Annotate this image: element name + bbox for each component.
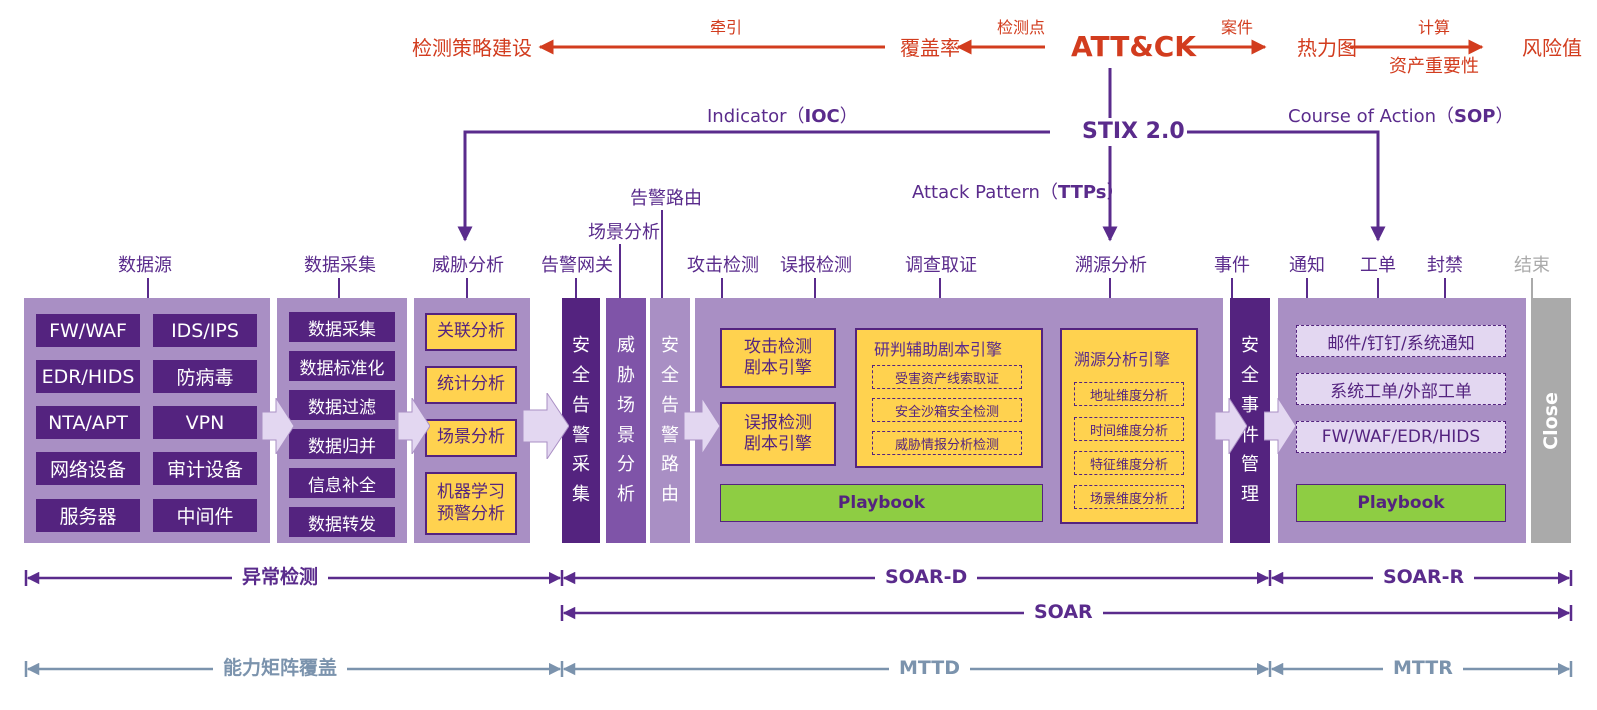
header-datasource: 数据源 <box>118 255 172 276</box>
checkpoint-label: 检测点 <box>997 18 1046 37</box>
ds-edr-hids: EDR/HIDS <box>36 360 140 393</box>
coverage-label: 覆盖率 <box>900 36 960 60</box>
ds-fw-waf: FW/WAF <box>36 314 140 347</box>
chevron-arrow-icon <box>262 398 294 454</box>
collect-item-filter: 数据过滤 <box>289 390 395 420</box>
soar-label: SOAR <box>1024 603 1103 622</box>
ds-network-device: 网络设备 <box>36 452 140 485</box>
strategy-label: 检测策略建设 <box>412 36 532 60</box>
trace-item-scene: 场景维度分析 <box>1074 485 1184 509</box>
anomaly-label: 异常检测 <box>232 568 329 587</box>
ds-audit-device: 审计设备 <box>153 452 257 485</box>
collect-item-merge: 数据归并 <box>289 429 395 459</box>
attack-engine: 攻击检测剧本引擎 <box>720 328 836 388</box>
chevron-arrow-icon <box>1215 398 1247 454</box>
header-notify: 通知 <box>1289 255 1325 276</box>
mttd-label: MTTD <box>889 659 971 678</box>
threat-scenario: 场景分析 <box>425 419 517 457</box>
header-gateway: 告警网关 <box>541 255 613 276</box>
close-label: Close <box>1540 391 1562 450</box>
trace-engine <box>1060 328 1198 524</box>
response-block: FW/WAF/EDR/HIDS <box>1296 421 1506 453</box>
trace-title: 溯源分析引擎 <box>1074 350 1171 369</box>
ds-nta-apt: NTA/APT <box>36 406 140 439</box>
header-end: 结束 <box>1514 255 1550 276</box>
stix-title: STIX 2.0 <box>1080 119 1187 144</box>
soarr-label: SOAR-R <box>1373 568 1475 587</box>
route-column: 安全告警路由 <box>650 298 690 543</box>
soard-playbook: Playbook <box>720 484 1043 522</box>
header-threat: 威胁分析 <box>432 255 504 276</box>
header-investigate: 调查取证 <box>905 255 977 276</box>
header-event: 事件 <box>1214 255 1250 276</box>
attack-pattern-label: Attack Pattern（TTPs） <box>912 182 1125 203</box>
scene-column: 威胁场景分析 <box>606 298 646 543</box>
trace-item-address: 地址维度分析 <box>1074 382 1184 406</box>
coa-label: Course of Action（SOP） <box>1288 106 1514 127</box>
matrix-label: 能力矩阵覆盖 <box>213 659 348 678</box>
header-attack: 攻击检测 <box>687 255 759 276</box>
soard-label: SOAR-D <box>875 568 978 587</box>
ds-ids-ips: IDS/IPS <box>153 314 257 347</box>
ds-antivirus: 防病毒 <box>153 360 257 393</box>
header-ticket: 工单 <box>1360 255 1396 276</box>
ds-vpn: VPN <box>153 406 257 439</box>
soarr-playbook: Playbook <box>1296 484 1506 522</box>
false-engine: 误报检测剧本引擎 <box>720 402 836 466</box>
response-notify: 邮件/钉钉/系统通知 <box>1296 325 1506 357</box>
header-scene: 场景分析 <box>588 222 660 243</box>
trace-item-feature: 特征维度分析 <box>1074 451 1184 475</box>
risk-label: 风险值 <box>1522 36 1582 60</box>
header-false: 误报检测 <box>780 255 852 276</box>
mttr-label: MTTR <box>1383 659 1463 678</box>
calc-label: 计算 <box>1418 18 1451 37</box>
asset-label: 资产重要性 <box>1389 56 1479 77</box>
trace-item-time: 时间维度分析 <box>1074 417 1184 441</box>
attck-title: ATT&CK <box>1071 30 1197 63</box>
header-block: 封禁 <box>1427 255 1463 276</box>
chevron-arrow-icon <box>523 393 569 459</box>
collect-item-collect: 数据采集 <box>289 312 395 342</box>
threat-statistics: 统计分析 <box>425 366 517 404</box>
chevron-arrow-icon <box>1264 398 1296 454</box>
case-label: 案件 <box>1221 18 1254 37</box>
indicator-label: Indicator（IOC） <box>707 106 858 127</box>
heatmap-label: 热力图 <box>1297 36 1357 60</box>
ds-middleware: 中间件 <box>153 499 257 532</box>
header-route: 告警路由 <box>630 188 702 209</box>
guide-label: 牵引 <box>710 18 743 37</box>
chevron-arrow-icon <box>684 398 720 454</box>
ds-server: 服务器 <box>36 499 140 532</box>
header-collect: 数据采集 <box>304 255 376 276</box>
threat-ml: 机器学习预警分析 <box>425 472 517 535</box>
research-item-sandbox: 安全沙箱安全检测 <box>872 398 1022 422</box>
close-column: Close <box>1531 298 1571 543</box>
collect-item-forward: 数据转发 <box>289 507 395 537</box>
header-trace: 溯源分析 <box>1075 255 1147 276</box>
arrow-stix-to-threat <box>457 130 1050 242</box>
chevron-arrow-icon <box>398 398 430 454</box>
threat-correlation: 关联分析 <box>425 313 517 351</box>
gateway-column: 安全告警采集 <box>562 298 600 543</box>
response-ticket: 系统工单/外部工单 <box>1296 373 1506 405</box>
collect-item-enrich: 信息补全 <box>289 468 395 498</box>
research-title: 研判辅助剧本引擎 <box>874 340 1003 359</box>
research-item-asset: 受害资产线索取证 <box>872 365 1022 389</box>
arrow-stix-to-ticket <box>1170 130 1386 242</box>
research-item-intel: 威胁情报分析检测 <box>872 431 1022 455</box>
collect-item-normalize: 数据标准化 <box>289 351 395 381</box>
